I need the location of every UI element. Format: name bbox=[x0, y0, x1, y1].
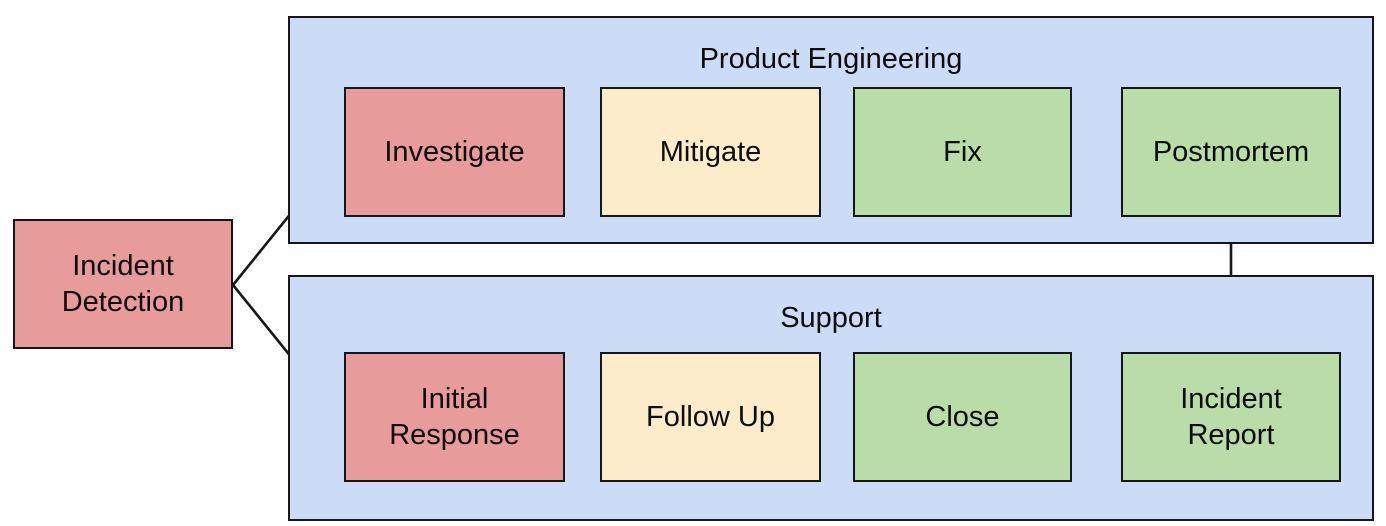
node-investigate[interactable]: Investigate bbox=[344, 87, 565, 217]
node-fix[interactable]: Fix bbox=[853, 87, 1072, 217]
node-postmortem-label: Postmortem bbox=[1152, 136, 1310, 168]
node-close-label: Close bbox=[925, 401, 1000, 433]
node-close[interactable]: Close bbox=[853, 352, 1072, 482]
node-mitigate-label: Mitigate bbox=[659, 136, 762, 168]
node-follow-up[interactable]: Follow Up bbox=[600, 352, 821, 482]
node-incident-detection[interactable]: Incident Detection bbox=[13, 219, 233, 349]
node-postmortem[interactable]: Postmortem bbox=[1121, 87, 1341, 217]
swimlane-title-support: Support bbox=[780, 302, 882, 334]
node-incident-report[interactable]: Incident Report bbox=[1121, 352, 1341, 482]
swimlane-title-product-engineering: Product Engineering bbox=[699, 43, 963, 75]
node-mitigate[interactable]: Mitigate bbox=[600, 87, 821, 217]
node-initial-response-label: Initial Response bbox=[389, 383, 520, 451]
node-investigate-label: Investigate bbox=[384, 136, 525, 168]
node-incident-report-label: Incident Report bbox=[1180, 383, 1282, 451]
node-incident-detection-label: Incident Detection bbox=[61, 250, 185, 318]
node-fix-label: Fix bbox=[943, 136, 982, 168]
node-follow-up-label: Follow Up bbox=[646, 401, 775, 433]
node-initial-response[interactable]: Initial Response bbox=[344, 352, 565, 482]
